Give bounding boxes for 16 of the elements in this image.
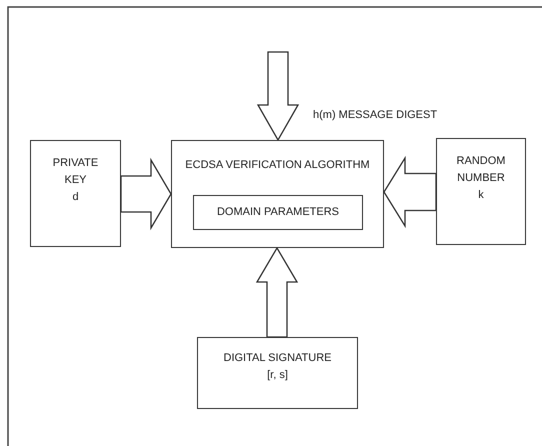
node-label: DOMAIN PARAMETERS (216, 205, 340, 220)
node-value: d (72, 190, 79, 206)
node-label: DIGITAL SIGNATURE (224, 351, 332, 366)
node-label: ECDSA VERIFICATION ALGORITHM (185, 158, 370, 173)
input-box (30, 140, 121, 247)
annotation-label: h(m) MESSAGE DIGEST (313, 109, 438, 121)
block-arrow (383, 156, 437, 228)
process-box (171, 140, 384, 248)
input-box (436, 138, 526, 245)
block-arrow (256, 246, 298, 338)
inner-box (193, 195, 363, 230)
block-arrow (120, 158, 172, 230)
node-value: k (478, 188, 484, 204)
node-value: [r, s] (267, 368, 288, 384)
input-box (197, 337, 358, 409)
block-arrow (256, 51, 300, 142)
